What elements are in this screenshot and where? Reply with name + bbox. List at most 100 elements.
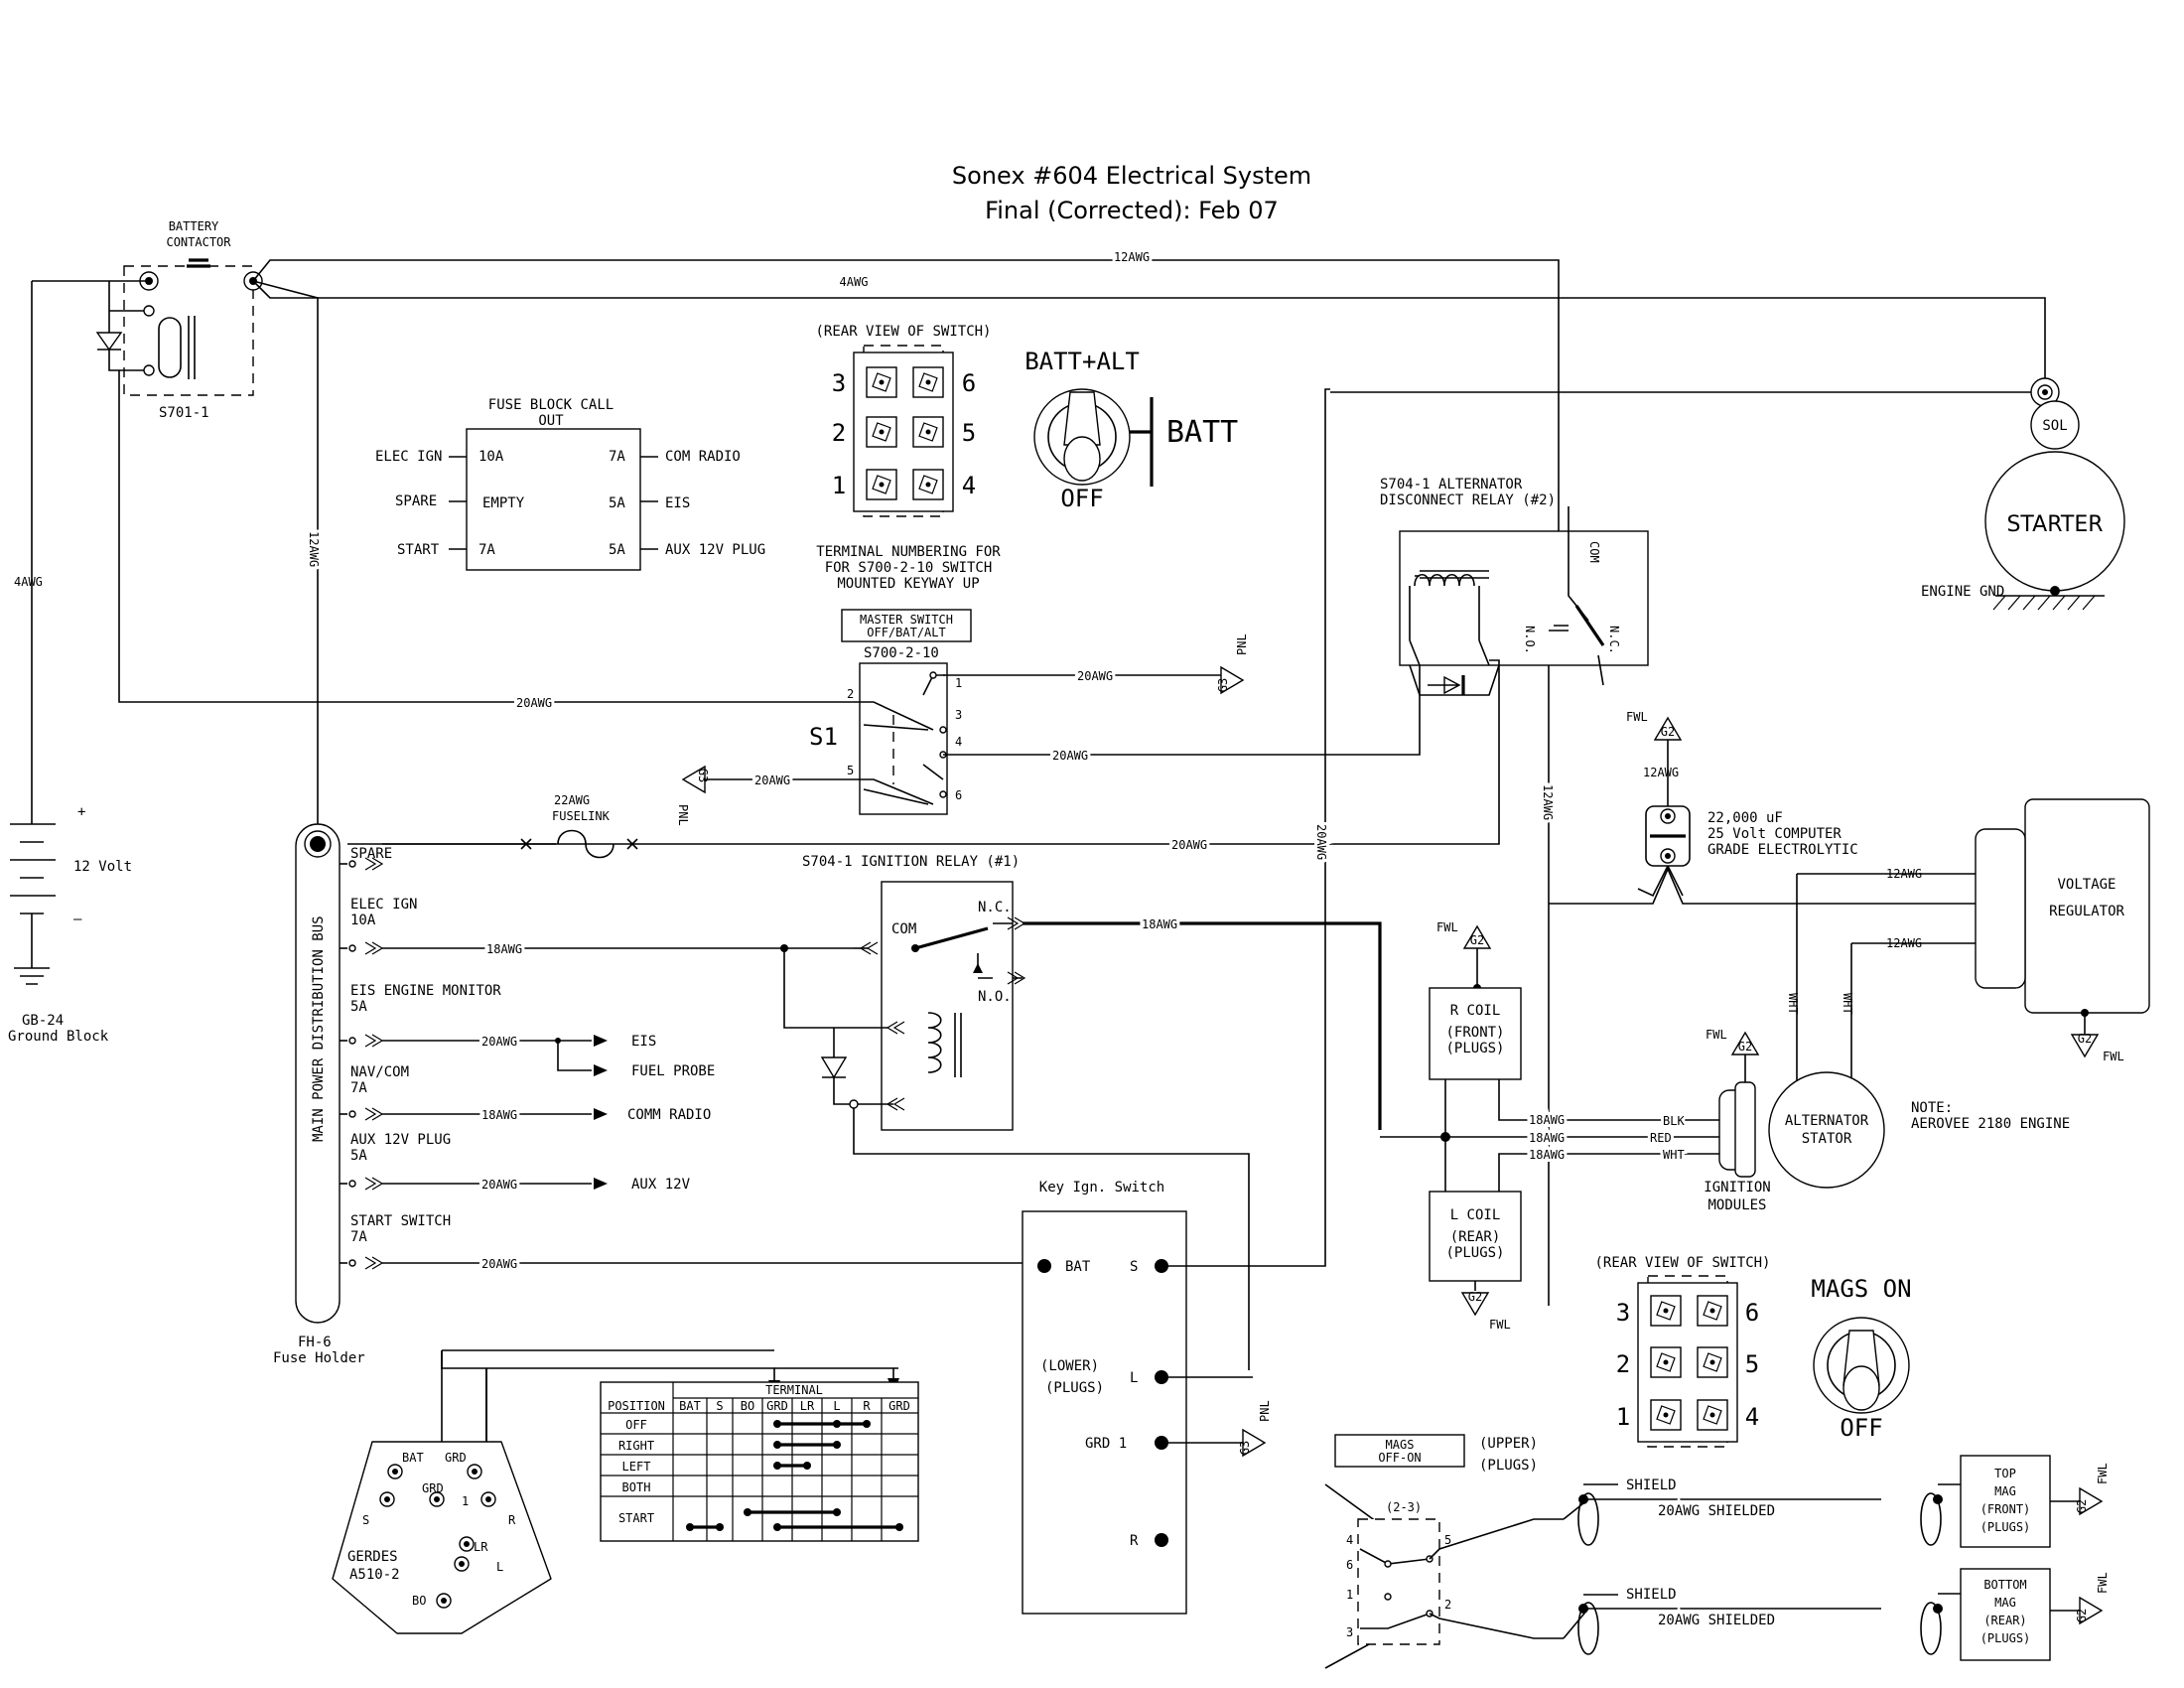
svg-text:18AWG: 18AWG — [481, 1108, 517, 1122]
svg-text:PNL: PNL — [1235, 633, 1249, 655]
svg-text:EIS ENGINE MONITOR: EIS ENGINE MONITOR — [350, 983, 501, 999]
svg-text:(2-3): (2-3) — [1386, 1500, 1422, 1514]
svg-text:5: 5 — [1745, 1350, 1759, 1378]
svg-text:12 Volt: 12 Volt — [73, 859, 132, 875]
svg-text:5A: 5A — [350, 1148, 367, 1164]
svg-text:BAT: BAT — [1065, 1259, 1091, 1275]
svg-text:AUX 12V PLUG: AUX 12V PLUG — [350, 1132, 451, 1148]
capacitor: G2 FWL 12AWG 22,000 uF 25 Volt COMPUTER … — [1538, 710, 1976, 905]
svg-text:(FRONT): (FRONT) — [1445, 1025, 1504, 1041]
svg-text:3: 3 — [955, 708, 962, 722]
svg-text:4AWG: 4AWG — [14, 575, 43, 589]
svg-text:BAT: BAT — [402, 1451, 424, 1465]
svg-text:AEROVEE 2180 ENGINE: AEROVEE 2180 ENGINE — [1911, 1116, 2070, 1132]
svg-text:RIGHT: RIGHT — [618, 1439, 654, 1453]
svg-text:G2: G2 — [2075, 1499, 2089, 1513]
svg-text:LR: LR — [474, 1540, 488, 1554]
svg-text:COM: COM — [1587, 541, 1601, 563]
switch-rear-view-top: (REAR VIEW OF SWITCH) 3 6 2 5 1 4 TERMIN… — [815, 324, 1001, 592]
svg-text:GRD 1: GRD 1 — [1085, 1436, 1127, 1452]
svg-text:22,000 uF: 22,000 uF — [1707, 810, 1783, 826]
svg-text:6: 6 — [962, 369, 976, 397]
svg-text:G3: G3 — [1216, 678, 1230, 692]
svg-text:EIS: EIS — [631, 1034, 656, 1050]
svg-text:20AWG: 20AWG — [1314, 824, 1328, 860]
svg-text:REGULATOR: REGULATOR — [2049, 904, 2124, 919]
svg-text:SPARE: SPARE — [350, 846, 392, 862]
svg-text:R: R — [863, 1399, 871, 1413]
svg-text:12AWG: 12AWG — [1886, 936, 1922, 950]
svg-text:4AWG: 4AWG — [840, 275, 869, 289]
svg-text:5: 5 — [1444, 1533, 1451, 1547]
svg-text:EMPTY: EMPTY — [482, 495, 525, 511]
svg-text:12AWG: 12AWG — [1541, 784, 1555, 820]
svg-text:BLK: BLK — [1663, 1114, 1685, 1128]
starter-motor: SOL STARTER ENGINE GND — [1330, 377, 2125, 611]
svg-text:COM: COM — [891, 921, 916, 937]
svg-text:Ground Block: Ground Block — [8, 1029, 109, 1045]
svg-text:R: R — [508, 1513, 516, 1527]
svg-text:4: 4 — [962, 472, 976, 499]
svg-text:GRD: GRD — [445, 1451, 467, 1465]
svg-text:OFF-ON: OFF-ON — [1378, 1451, 1421, 1465]
svg-text:(UPPER): (UPPER) — [1479, 1436, 1538, 1452]
svg-text:L: L — [496, 1560, 503, 1574]
svg-text:DISCONNECT RELAY (#2): DISCONNECT RELAY (#2) — [1380, 492, 1556, 508]
svg-text:(PLUGS): (PLUGS) — [1980, 1631, 2031, 1645]
feeder-wires: 12AWG 4AWG 12AWG 20AWG — [118, 247, 2046, 832]
svg-text:G3: G3 — [1238, 1441, 1252, 1455]
svg-text:7A: 7A — [609, 449, 625, 465]
svg-text:FWL: FWL — [2096, 1572, 2110, 1594]
svg-text:WHT: WHT — [1841, 993, 1854, 1015]
svg-text:2: 2 — [1616, 1350, 1630, 1378]
svg-text:Fuse Holder: Fuse Holder — [273, 1350, 365, 1366]
svg-text:FUSE BLOCK CALL: FUSE BLOCK CALL — [488, 397, 614, 413]
svg-text:5A: 5A — [350, 999, 367, 1015]
svg-text:PNL: PNL — [676, 804, 690, 826]
svg-text:N.C.: N.C. — [1607, 626, 1621, 654]
svg-text:STATOR: STATOR — [1802, 1131, 1852, 1147]
svg-text:FWL: FWL — [1489, 1318, 1511, 1332]
svg-text:N.O.: N.O. — [978, 989, 1012, 1005]
svg-text:18AWG: 18AWG — [486, 942, 522, 956]
svg-text:2: 2 — [1444, 1598, 1451, 1612]
svg-text:7A: 7A — [350, 1229, 367, 1245]
svg-text:OUT: OUT — [538, 413, 564, 429]
svg-text:FUSELINK: FUSELINK — [552, 809, 611, 823]
svg-text:20AWG: 20AWG — [481, 1257, 517, 1271]
svg-text:2: 2 — [832, 419, 846, 447]
key-ignition-switch: Key Ign. Switch BAT S 20AWG (LOWER) (PLU… — [1022, 388, 1331, 1615]
svg-text:Key Ign. Switch: Key Ign. Switch — [1039, 1180, 1164, 1196]
svg-text:POSITION: POSITION — [608, 1399, 665, 1413]
svg-text:IGNITION: IGNITION — [1704, 1180, 1770, 1196]
svg-text:MAG: MAG — [1994, 1596, 2016, 1610]
svg-text:START: START — [397, 542, 440, 558]
svg-text:2: 2 — [847, 687, 854, 701]
svg-text:LEFT: LEFT — [622, 1460, 651, 1474]
svg-text:(REAR VIEW OF SWITCH): (REAR VIEW OF SWITCH) — [815, 324, 991, 340]
svg-text:FWL: FWL — [2096, 1463, 2110, 1484]
svg-text:MAG: MAG — [1994, 1484, 2016, 1498]
svg-text:G2: G2 — [1661, 725, 1675, 739]
svg-text:S: S — [716, 1399, 723, 1413]
svg-text:STARTER: STARTER — [2006, 512, 2103, 537]
svg-text:12AWG: 12AWG — [1886, 867, 1922, 881]
magnetos: TOP MAG (FRONT) (PLUGS) G2 FWL BOTTOM MA… — [1960, 1455, 2110, 1661]
svg-text:GRADE ELECTROLYTIC: GRADE ELECTROLYTIC — [1707, 842, 1858, 858]
svg-text:1: 1 — [832, 472, 846, 499]
svg-text:20AWG: 20AWG — [1077, 669, 1113, 683]
svg-text:OFF: OFF — [1840, 1414, 1882, 1442]
svg-text:COMM RADIO: COMM RADIO — [627, 1107, 711, 1123]
svg-text:18AWG: 18AWG — [1142, 917, 1177, 931]
ignition-coils: G2 FWL R COIL (FRONT) (PLUGS) L COIL (RE… — [1380, 920, 1737, 1332]
svg-text:6: 6 — [1745, 1299, 1759, 1327]
svg-text:SHIELD: SHIELD — [1626, 1477, 1677, 1493]
svg-text:10A: 10A — [478, 449, 504, 465]
svg-text:18AWG: 18AWG — [1529, 1131, 1565, 1145]
svg-text:ENGINE GND: ENGINE GND — [1921, 584, 2004, 600]
svg-text:MODULES: MODULES — [1707, 1197, 1766, 1213]
svg-text:25 Volt COMPUTER: 25 Volt COMPUTER — [1707, 826, 1842, 842]
svg-text:FWL: FWL — [1626, 710, 1648, 724]
svg-text:FH-6: FH-6 — [298, 1335, 332, 1350]
svg-text:G2: G2 — [2078, 1032, 2092, 1046]
